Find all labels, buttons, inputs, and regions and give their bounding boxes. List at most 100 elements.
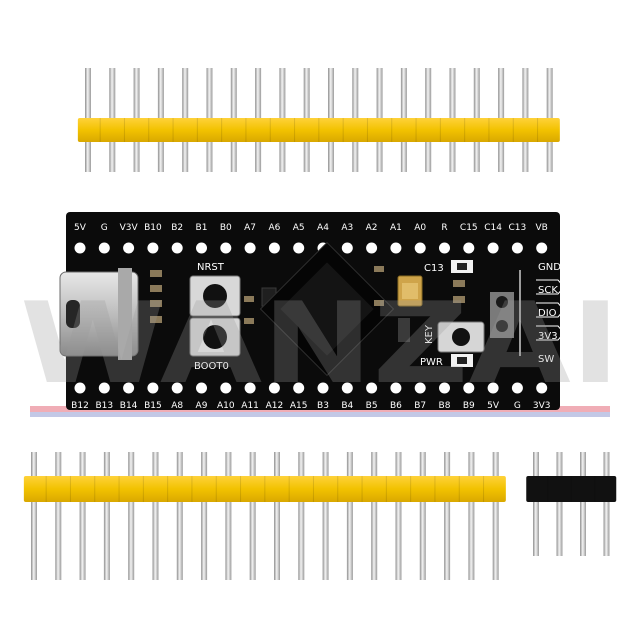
pin-hole xyxy=(171,382,183,394)
pin-hole xyxy=(366,382,378,394)
header-pin xyxy=(444,452,451,580)
top-pin-label: A2 xyxy=(366,223,378,233)
header-pin xyxy=(371,452,378,580)
header-pin xyxy=(249,452,256,580)
mcu-chip xyxy=(259,241,395,377)
top-pin-label: B1 xyxy=(196,223,208,233)
pin-hole xyxy=(390,382,402,394)
pin-hole xyxy=(366,242,378,254)
header-pin xyxy=(55,452,62,580)
top-pin-label: A6 xyxy=(268,223,280,233)
pin-hole xyxy=(98,382,110,394)
top-pin-label: G xyxy=(101,223,108,233)
pin-hole xyxy=(171,242,183,254)
pin-hole xyxy=(293,242,305,254)
led-c13 xyxy=(451,260,473,273)
header-plastic xyxy=(526,476,617,502)
pin-hole xyxy=(74,242,86,254)
pin-hole xyxy=(268,242,280,254)
pin-hole xyxy=(244,242,256,254)
pin-hole xyxy=(414,242,426,254)
bottom-pin-label: A11 xyxy=(241,401,259,411)
pin-hole xyxy=(268,382,280,394)
black-pin-header-4 xyxy=(526,452,617,556)
pin-hole xyxy=(317,382,329,394)
pin-hole xyxy=(487,242,499,254)
pin-hole xyxy=(123,382,135,394)
bottom-pin-label: B9 xyxy=(463,401,475,411)
pin-hole xyxy=(536,382,548,394)
pin-hole xyxy=(147,242,159,254)
top-pin-holes xyxy=(74,242,548,254)
bottom-pin-label: 5V xyxy=(487,401,500,411)
header-pin xyxy=(79,452,86,580)
header-pin xyxy=(298,452,305,580)
yellow-pin-header-top xyxy=(77,68,560,172)
top-pin-label: VB xyxy=(536,223,548,233)
bottom-pin-label: A15 xyxy=(290,401,308,411)
bottom-pin-label: 3V3 xyxy=(533,401,551,411)
pin-hole xyxy=(511,382,523,394)
pin-hole xyxy=(439,242,450,254)
pin-hole xyxy=(341,242,353,254)
pin-hole xyxy=(390,242,402,254)
swd-pin-label: SW xyxy=(538,354,554,365)
header-pin xyxy=(533,452,539,556)
crystal xyxy=(397,275,423,307)
bottom-pin-label: A8 xyxy=(171,401,183,411)
top-pin-label: B10 xyxy=(144,223,162,233)
nrst-label: NRST xyxy=(197,262,225,273)
bottom-pin-label: B15 xyxy=(144,401,162,411)
bottom-pin-label: B8 xyxy=(439,401,451,411)
swd-arrow xyxy=(536,325,565,341)
pin-hole xyxy=(98,242,110,254)
swd-pin-label: SCK xyxy=(538,285,558,296)
header-pin xyxy=(31,452,37,580)
header-pin xyxy=(103,452,110,580)
bottom-pin-label: A12 xyxy=(266,401,284,411)
pin-hole xyxy=(147,382,159,394)
pin-hole xyxy=(414,382,426,394)
header-pin xyxy=(274,452,280,580)
pin-hole xyxy=(293,382,305,394)
header-pin xyxy=(603,452,610,556)
swd-pin-label: GND xyxy=(538,262,561,273)
pin-hole xyxy=(536,242,548,254)
top-pin-label: B2 xyxy=(171,223,183,233)
top-pin-label: R xyxy=(441,223,447,233)
top-pin-label: A7 xyxy=(244,223,256,233)
header-pin xyxy=(556,452,563,556)
top-pin-label: A4 xyxy=(317,223,329,233)
led-c13-label: C13 xyxy=(424,263,444,274)
bottom-pin-label: B4 xyxy=(341,401,353,411)
pin-hole xyxy=(463,242,475,254)
bottom-pin-label: A10 xyxy=(217,401,235,411)
key-label: KEY xyxy=(424,324,435,344)
pin-hole xyxy=(196,242,207,254)
header-pin xyxy=(580,452,586,556)
nrst-button xyxy=(189,275,241,317)
pin-hole xyxy=(220,242,232,254)
header-pin xyxy=(395,452,402,580)
pin-hole xyxy=(439,382,450,394)
pin-hole xyxy=(463,382,475,394)
pin-hole xyxy=(196,382,207,394)
header-pin xyxy=(419,452,426,580)
top-pin-label: A5 xyxy=(293,223,305,233)
bottom-pin-holes xyxy=(74,382,548,394)
watermark-text: WANZAI xyxy=(20,279,620,409)
top-pin-label: C15 xyxy=(460,223,478,233)
pin-hole xyxy=(220,382,232,394)
bottom-pin-label: B14 xyxy=(120,401,138,411)
bottom-pin-label: G xyxy=(514,401,521,411)
bottom-pin-label: B6 xyxy=(390,401,402,411)
boot0-button xyxy=(189,317,241,357)
header-pin xyxy=(128,452,135,580)
bottom-pin-label: A9 xyxy=(196,401,208,411)
top-pin-label: V3V xyxy=(120,223,139,233)
header-pin xyxy=(152,452,159,580)
